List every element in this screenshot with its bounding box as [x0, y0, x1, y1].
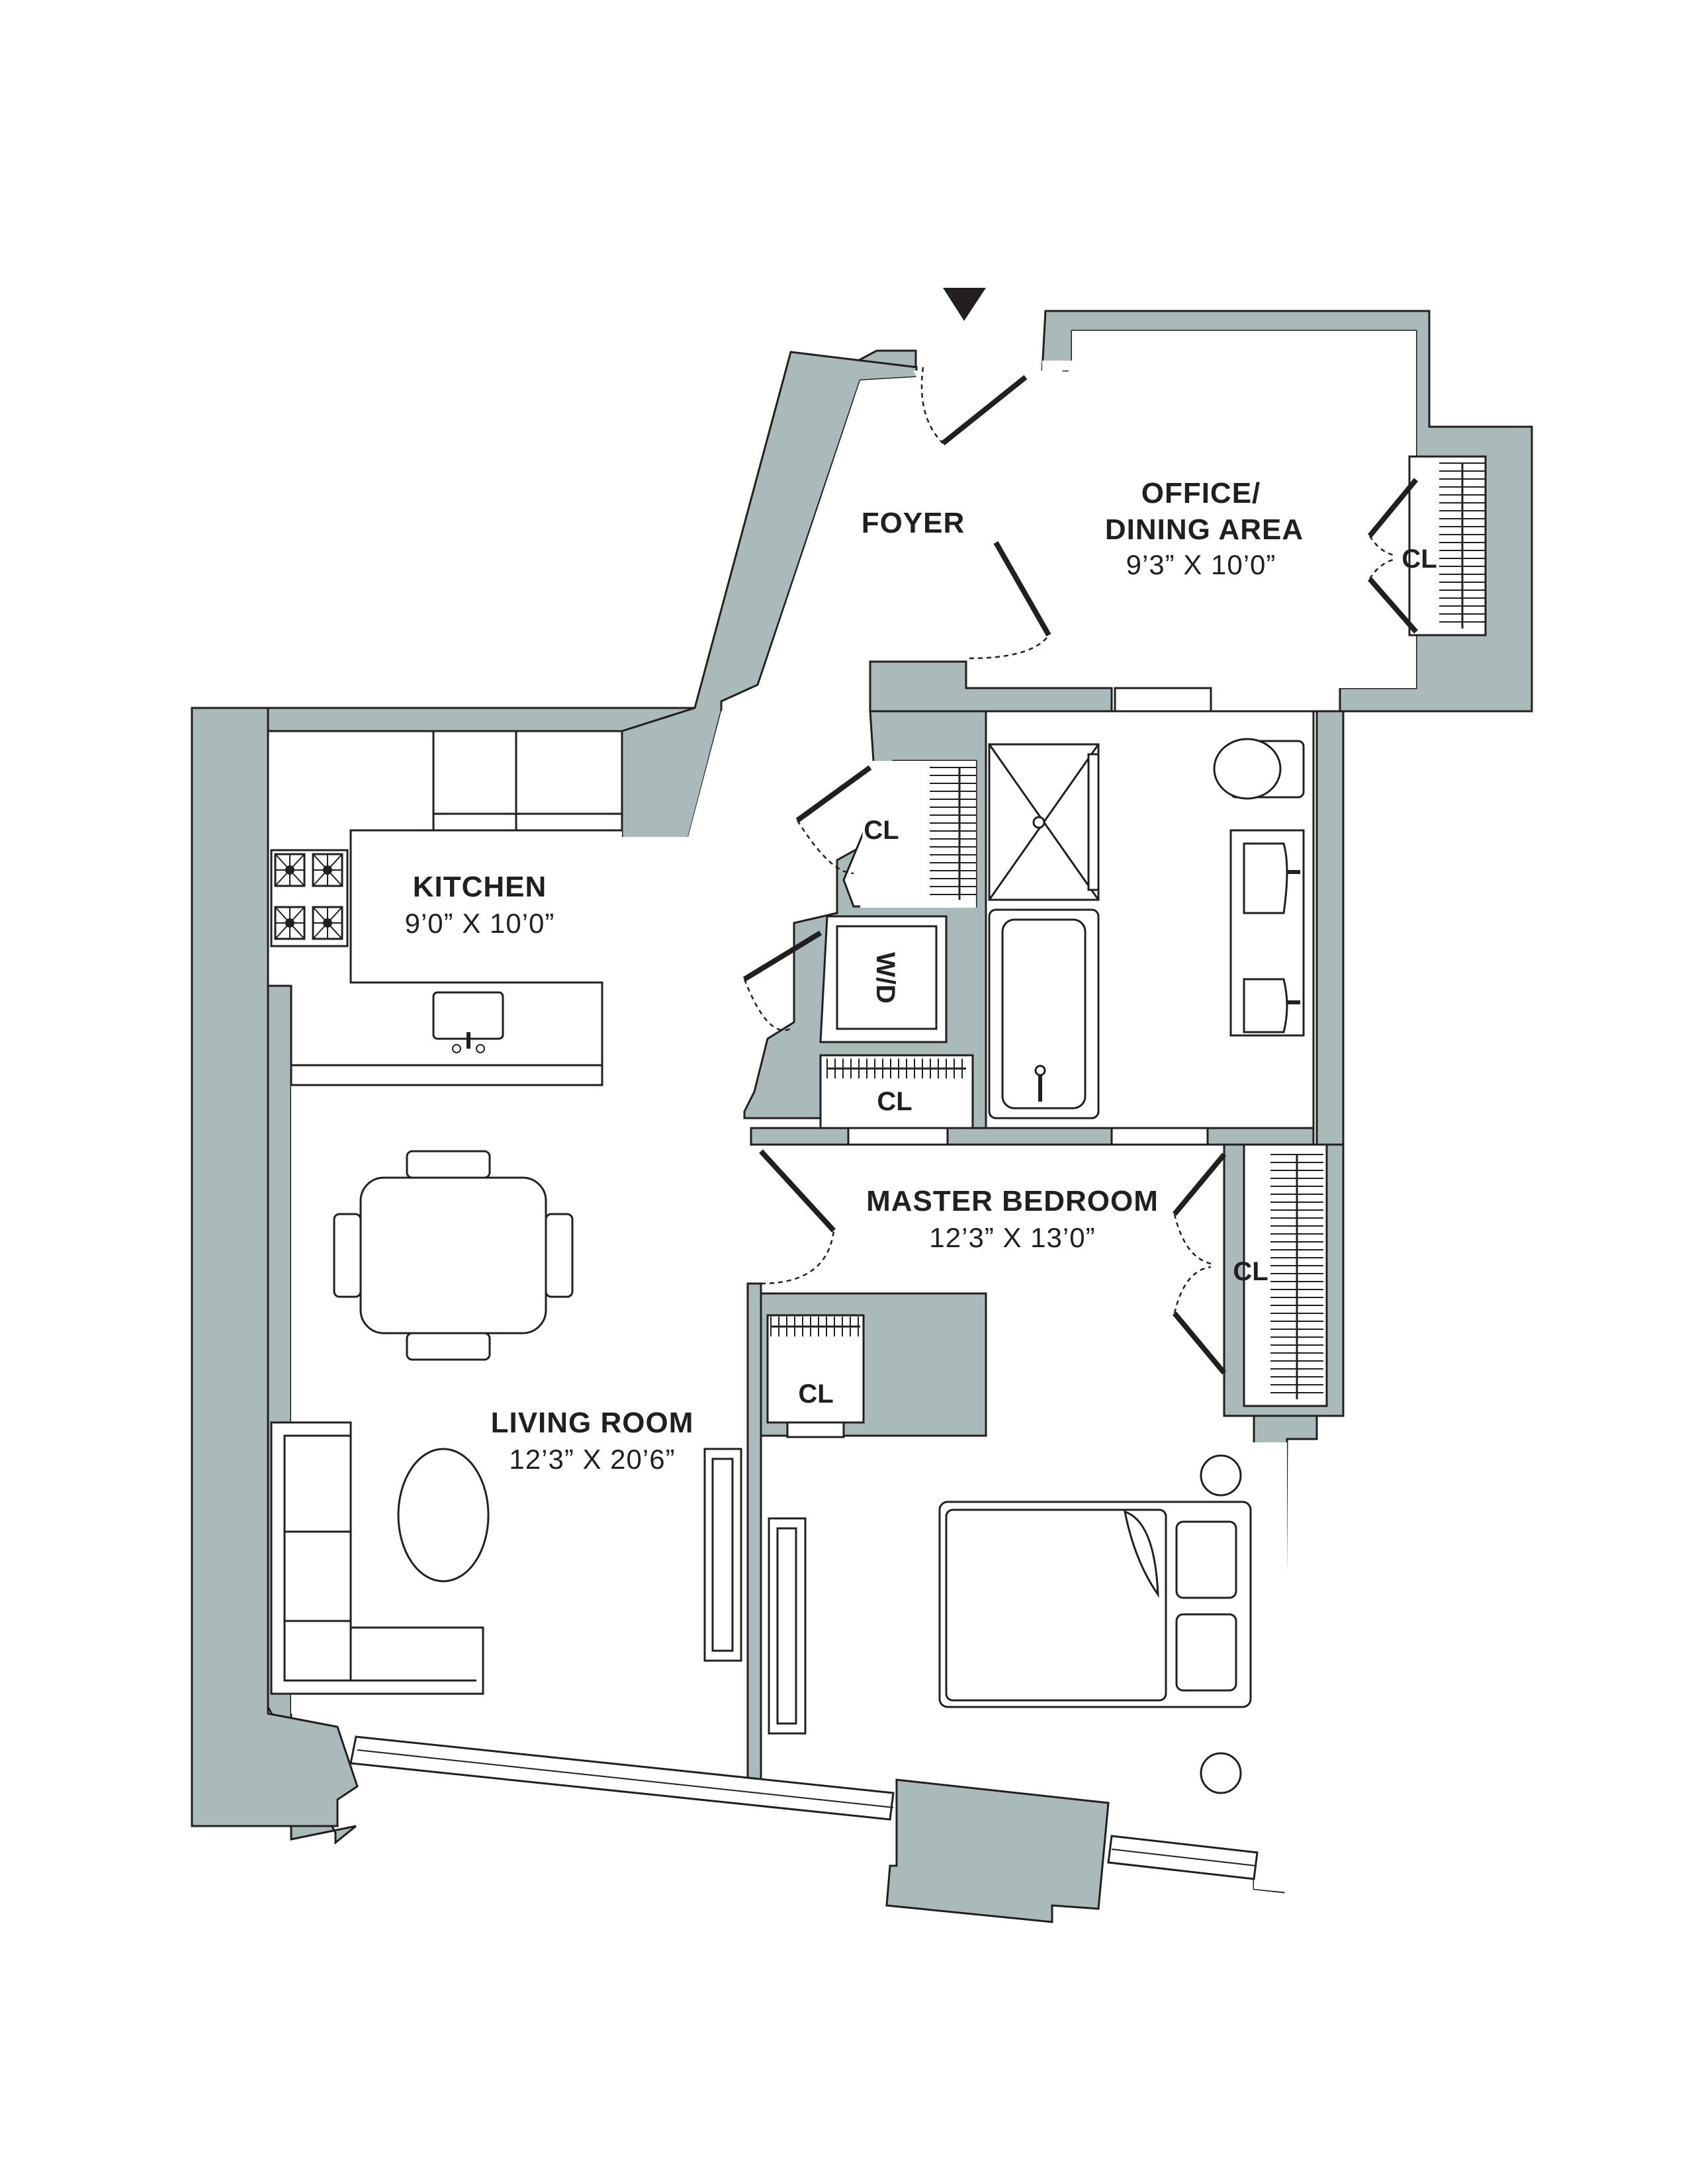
dining-set	[333, 1150, 574, 1361]
door-office	[993, 541, 1051, 636]
nightstand-lamp	[1200, 1454, 1242, 1497]
washer-dryer	[836, 925, 938, 1030]
shower-glass	[1087, 753, 1100, 891]
door-bedroom-closet-top	[1172, 1153, 1227, 1216]
closet-rod	[826, 1059, 966, 1078]
closet-rod	[1439, 462, 1486, 629]
closet-threshold	[847, 1127, 949, 1146]
bathroom-fixtures	[786, 738, 1305, 1438]
bath-threshold	[1110, 1127, 1209, 1146]
closet-rod	[930, 767, 976, 900]
door-office-closet-swing	[1368, 558, 1397, 580]
room-label-living: LIVING ROOM	[491, 1407, 694, 1439]
door-entry	[941, 374, 1028, 446]
room-dims-bedroom: 12’3” X 13’0”	[929, 1222, 1095, 1253]
nightstand-lamp	[1200, 1752, 1242, 1794]
door-entry-swing	[920, 367, 944, 444]
wall-bath-bedroom	[750, 1127, 1315, 1146]
closet-label-bedroom-entry: CL	[798, 1379, 833, 1409]
labels: FOYER OFFICE/ DINING AREA 9’3” X 10’0” K…	[405, 477, 1437, 1475]
closet-label-hall: CL	[864, 816, 899, 845]
room-dims-living: 12’3” X 20’6”	[509, 1444, 675, 1475]
bedroom-closet-threshold	[786, 1421, 845, 1438]
dresser-inner	[776, 1527, 797, 1725]
kitchen-sink	[432, 991, 504, 1040]
window-wall-bottom	[349, 1735, 1259, 1923]
bed-blanket	[945, 1508, 1167, 1702]
stove-burner-icon	[274, 853, 343, 940]
door-laundry-swing	[743, 979, 791, 1031]
doors	[742, 367, 1419, 1375]
bedroom-furniture	[768, 1454, 1252, 1794]
faucet-knob	[476, 1044, 485, 1053]
kitchen-fixtures	[267, 730, 623, 1086]
room-label-foyer: FOYER	[862, 507, 965, 539]
floor-office	[969, 331, 1416, 688]
media-console-inner	[711, 1458, 734, 1652]
door-bedroom	[759, 1149, 836, 1233]
tub-faucet-knob	[1034, 1065, 1046, 1076]
closet-rods	[770, 462, 1486, 1399]
chair-left	[333, 1213, 362, 1298]
door-laundry	[742, 930, 822, 982]
room-label-office-line1: OFFICE/	[1141, 477, 1261, 509]
chair-top	[406, 1150, 491, 1179]
floor-foyer	[758, 361, 1065, 711]
door-bedroom-closet-swing	[1173, 1213, 1212, 1265]
living-furniture	[270, 1421, 742, 1695]
door-bedroom-closet-swing	[1173, 1266, 1212, 1314]
sofa-seat	[283, 1434, 352, 1682]
shower-drain	[1032, 816, 1045, 829]
chair-bottom	[406, 1332, 491, 1361]
window-office-bath	[1114, 687, 1212, 713]
closet-label-laundry: CL	[877, 1087, 912, 1116]
door-hall-closet	[795, 765, 872, 823]
closet-rod	[770, 1317, 860, 1336]
closet-rod	[1270, 1154, 1323, 1399]
room-dims-kitchen: 9’0” X 10’0”	[405, 908, 555, 939]
entry-arrow-icon	[943, 288, 986, 321]
toilet-bowl	[1213, 738, 1282, 800]
room-label-office-line2: DINING AREA	[1105, 513, 1304, 546]
chair-right	[545, 1213, 574, 1298]
blanket-fold	[1124, 1510, 1159, 1598]
room-label-bedroom: MASTER BEDROOM	[866, 1185, 1159, 1217]
wall-left-band	[191, 707, 359, 1827]
coffee-table	[397, 1448, 490, 1583]
door-bedroom-closet-bottom	[1172, 1311, 1227, 1375]
pillow	[1175, 1520, 1237, 1599]
vanity-sink	[1243, 842, 1288, 914]
room-dims-office: 9’3” X 10’0”	[1126, 549, 1276, 580]
window-line	[357, 1749, 894, 1808]
closet-bedroom-entry-area	[766, 1314, 865, 1424]
wall-bedroom-left	[746, 1282, 762, 1801]
closet-label-office: CL	[1401, 545, 1437, 574]
window-line	[1111, 1849, 1257, 1866]
vanity-sink	[1243, 978, 1288, 1033]
door-office-closet-swing	[1368, 535, 1397, 557]
dining-table	[359, 1176, 547, 1334]
closet-label-bedroom-right: CL	[1233, 1257, 1268, 1286]
door-hall-closet-swing	[796, 820, 854, 875]
appliance-label-wd: W/D	[871, 952, 900, 1004]
wall-column-bottom	[885, 1778, 1110, 1923]
door-office-closet-bottom	[1367, 577, 1419, 634]
door-bedroom-swing	[760, 1230, 835, 1285]
pillow	[1175, 1613, 1237, 1692]
faucet-knob	[452, 1044, 461, 1053]
door-office-swing	[969, 634, 1050, 660]
door-office-closet-top	[1367, 478, 1419, 538]
bathtub-inner	[1001, 918, 1087, 1110]
room-label-kitchen: KITCHEN	[413, 871, 547, 903]
